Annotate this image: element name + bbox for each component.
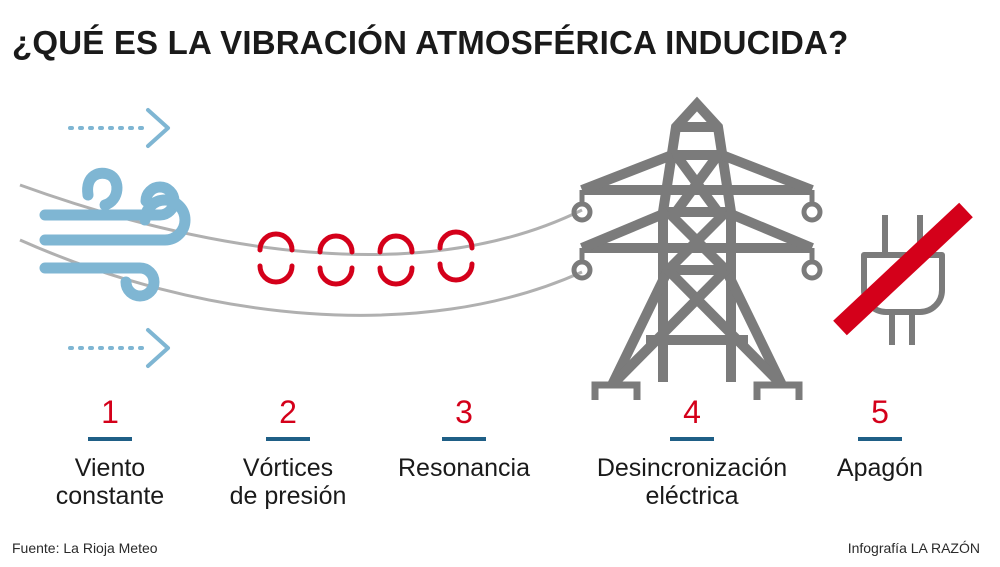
illustration xyxy=(19,96,973,400)
page-title: ¿QUÉ ES LA VIBRACIÓN ATMOSFÉRICA INDUCID… xyxy=(12,24,849,61)
power-tower-icon xyxy=(571,96,823,400)
step-label: Apagón xyxy=(836,454,924,482)
wind-icon xyxy=(39,108,191,368)
step-number: 2 xyxy=(279,394,297,430)
source-note: Fuente: La Rioja Meteo xyxy=(12,540,158,556)
slash-icon xyxy=(833,202,973,336)
step-label: Resonancia xyxy=(397,454,531,482)
step-underline xyxy=(88,437,132,441)
credit-note: Infografía LA RAZÓN xyxy=(847,540,980,556)
step-3: 3 Resonancia xyxy=(354,396,574,482)
vortex-icon xyxy=(257,229,475,287)
step-5: 5 Apagón xyxy=(770,396,990,482)
step-number: 1 xyxy=(101,394,119,430)
step-underline xyxy=(442,437,486,441)
step-underline xyxy=(670,437,714,441)
step-number: 3 xyxy=(455,394,473,430)
step-number: 4 xyxy=(683,394,701,430)
step-underline xyxy=(858,437,902,441)
step-number: 5 xyxy=(871,394,889,430)
step-underline xyxy=(266,437,310,441)
